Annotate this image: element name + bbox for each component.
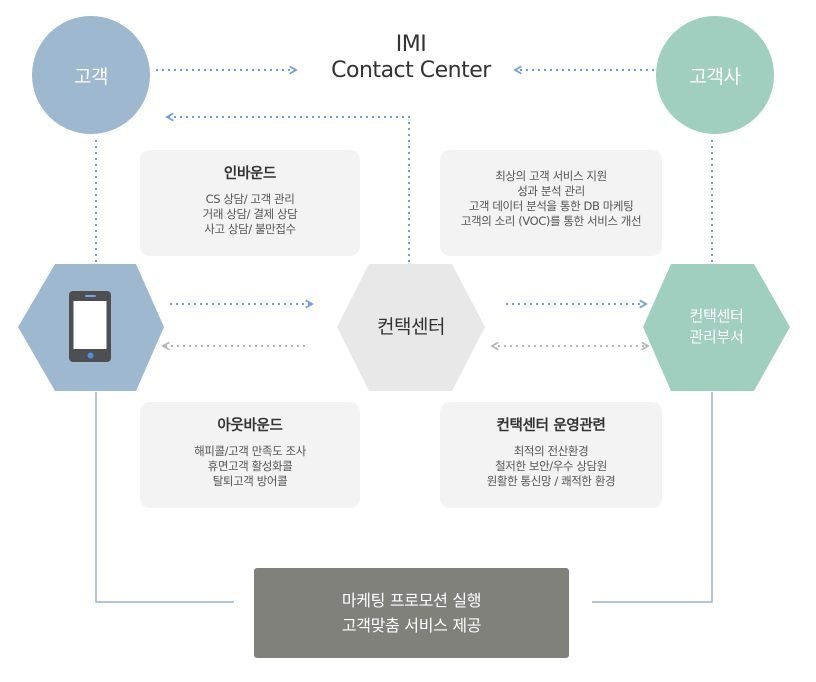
customer-label: 고객 [74, 65, 108, 88]
management-dept-hexagon [643, 264, 790, 391]
client-services-line-3: 고객 데이터 분석을 통한 DB 마케팅 [468, 199, 634, 213]
management-to-bottom-line [592, 392, 713, 603]
management-dept-line-2: 관리부서 [689, 328, 744, 346]
arrow-center-to-customer [167, 117, 410, 262]
page-title: IMI Contact Center [300, 32, 522, 84]
outbound-title: 아웃바운드 [217, 418, 283, 434]
contact-center-label: 컨택센터 [377, 316, 445, 338]
smartphone-icon [69, 291, 111, 362]
title-line-1: IMI [395, 32, 427, 57]
title-line-2: Contact Center [331, 58, 491, 83]
client-services-panel: 최상의 고객 서비스 지원 성과 분석 관리 고객 데이터 분석을 통한 DB … [440, 150, 662, 256]
management-dept-label: 컨택센터 관리부서 [643, 306, 790, 348]
marketing-box-line-1: 마케팅 프로모션 실행 [341, 591, 482, 610]
outbound-line-3: 탈퇴고객 방어콜 [212, 474, 288, 488]
inbound-panel: 인바운드 CS 상담/ 고객 관리 거래 상담/ 결제 상담 사고 상담/ 불만… [140, 150, 360, 256]
outbound-line-2: 휴면고객 활성화콜 [207, 459, 293, 473]
management-dept-line-1: 컨택센터 [689, 307, 744, 325]
client-company-circle: 고객사 [656, 16, 774, 134]
operations-line-1: 최적의 전산환경 [513, 444, 589, 458]
inbound-line-3: 사고 상담/ 불만접수 [204, 222, 296, 236]
customer-to-bottom-line [95, 392, 234, 603]
contact-center-hexagon [337, 264, 485, 391]
inbound-title: 인바운드 [223, 166, 277, 182]
inbound-line-2: 거래 상담/ 결제 상담 [202, 207, 298, 221]
marketing-box-line-2: 고객맞춤 서비스 제공 [341, 616, 482, 635]
operations-line-3: 원활한 통신망 / 쾌적한 환경 [486, 474, 616, 488]
outbound-line-1: 해피콜/고객 만족도 조사 [194, 444, 306, 458]
client-services-line-4: 고객의 소리 (VOC)를 통한 서비스 개선 [460, 214, 642, 228]
outbound-panel: 아웃바운드 해피콜/고객 만족도 조사 휴면고객 활성화콜 탈퇴고객 방어콜 [140, 402, 360, 508]
client-services-line-1: 최상의 고객 서비스 지원 [495, 169, 607, 183]
operations-panel: 컨택센터 운영관련 최적의 전산환경 철저한 보안/우수 상담원 원활한 통신망… [440, 402, 662, 508]
operations-line-2: 철저한 보안/우수 상담원 [495, 459, 607, 473]
operations-title: 컨택센터 운영관련 [496, 418, 606, 434]
marketing-service-box: 마케팅 프로모션 실행 고객맞춤 서비스 제공 [254, 568, 569, 658]
client-company-label: 고객사 [689, 65, 741, 88]
customer-circle: 고객 [32, 16, 150, 134]
inbound-line-1: CS 상담/ 고객 관리 [205, 192, 295, 206]
client-services-line-2: 성과 분석 관리 [517, 184, 585, 198]
